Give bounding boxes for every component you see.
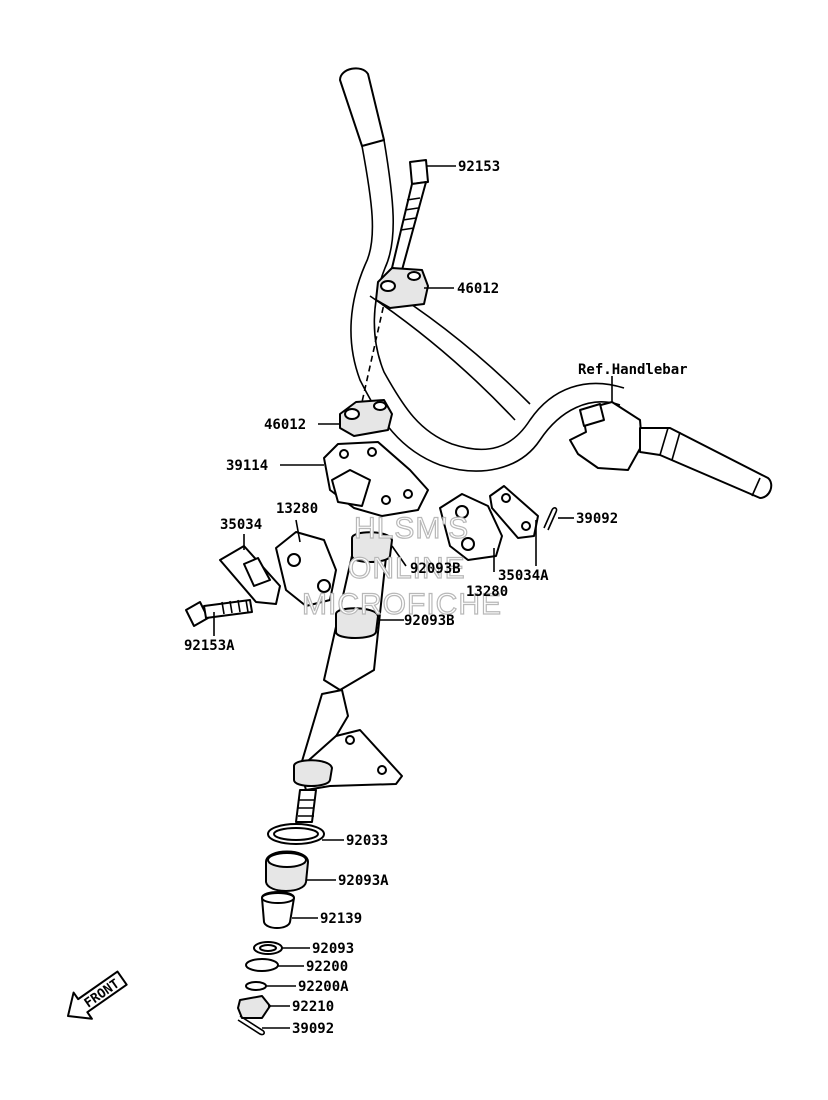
callouts: 92153 46012 46012 39114 13280 35034 9215… bbox=[184, 159, 688, 1037]
watermark-line1: HLSM'S bbox=[354, 512, 469, 545]
front-direction-arrow: FRONT bbox=[67, 970, 128, 1020]
washer-92200a bbox=[245, 981, 267, 991]
callout-92139: 92139 bbox=[320, 911, 362, 927]
plate-35034 bbox=[219, 545, 281, 605]
lower-parts-stack bbox=[237, 823, 325, 1036]
steering-shaft bbox=[293, 531, 403, 823]
clamp-13280-left bbox=[275, 531, 337, 607]
callout-13280-left: 13280 bbox=[276, 501, 318, 517]
clamp-39114 bbox=[323, 441, 429, 517]
callout-39092-lower: 39092 bbox=[292, 1021, 334, 1037]
callout-39114: 39114 bbox=[226, 458, 268, 474]
callout-92153: 92153 bbox=[458, 159, 500, 175]
callout-13280-right: 13280 bbox=[466, 584, 508, 600]
cotter-pin-39092-upper bbox=[543, 507, 558, 531]
callout-35034a: 35034A bbox=[498, 568, 549, 584]
callout-92200: 92200 bbox=[306, 959, 348, 975]
cotter-pin-39092-lower bbox=[237, 1015, 265, 1036]
callout-39092-upper: 39092 bbox=[576, 511, 618, 527]
watermark-line3: MICROFICHE bbox=[302, 588, 502, 621]
callout-92093: 92093 bbox=[312, 941, 354, 957]
leader-lines bbox=[213, 165, 613, 1029]
bolt-92153a bbox=[185, 599, 253, 627]
callout-46012-upper: 46012 bbox=[457, 281, 499, 297]
callout-92093a: 92093A bbox=[338, 873, 389, 889]
washer-92200 bbox=[245, 958, 279, 972]
callout-92210: 92210 bbox=[292, 999, 334, 1015]
holder-46012-upper bbox=[375, 267, 429, 309]
plate-35034a bbox=[489, 485, 539, 539]
callout-92200a: 92200A bbox=[298, 979, 349, 995]
callout-92093b-lower: 92093B bbox=[404, 613, 455, 629]
holder-46012-lower bbox=[339, 399, 393, 437]
callout-46012-lower: 46012 bbox=[264, 417, 306, 433]
watermark-line2: ONLINE bbox=[348, 552, 466, 585]
callout-92093b-upper: 92093B bbox=[410, 561, 461, 577]
clamp-13280-right bbox=[439, 493, 503, 561]
front-arrow-icon bbox=[67, 970, 128, 1020]
callout-92033: 92033 bbox=[346, 833, 388, 849]
callout-92153a: 92153A bbox=[184, 638, 235, 654]
reference-handlebar-label: Ref.Handlebar bbox=[578, 362, 688, 378]
watermark: HLSM'S ONLINE MICROFICHE bbox=[301, 511, 502, 621]
callout-35034: 35034 bbox=[220, 517, 262, 533]
nut-92210 bbox=[237, 995, 271, 1019]
